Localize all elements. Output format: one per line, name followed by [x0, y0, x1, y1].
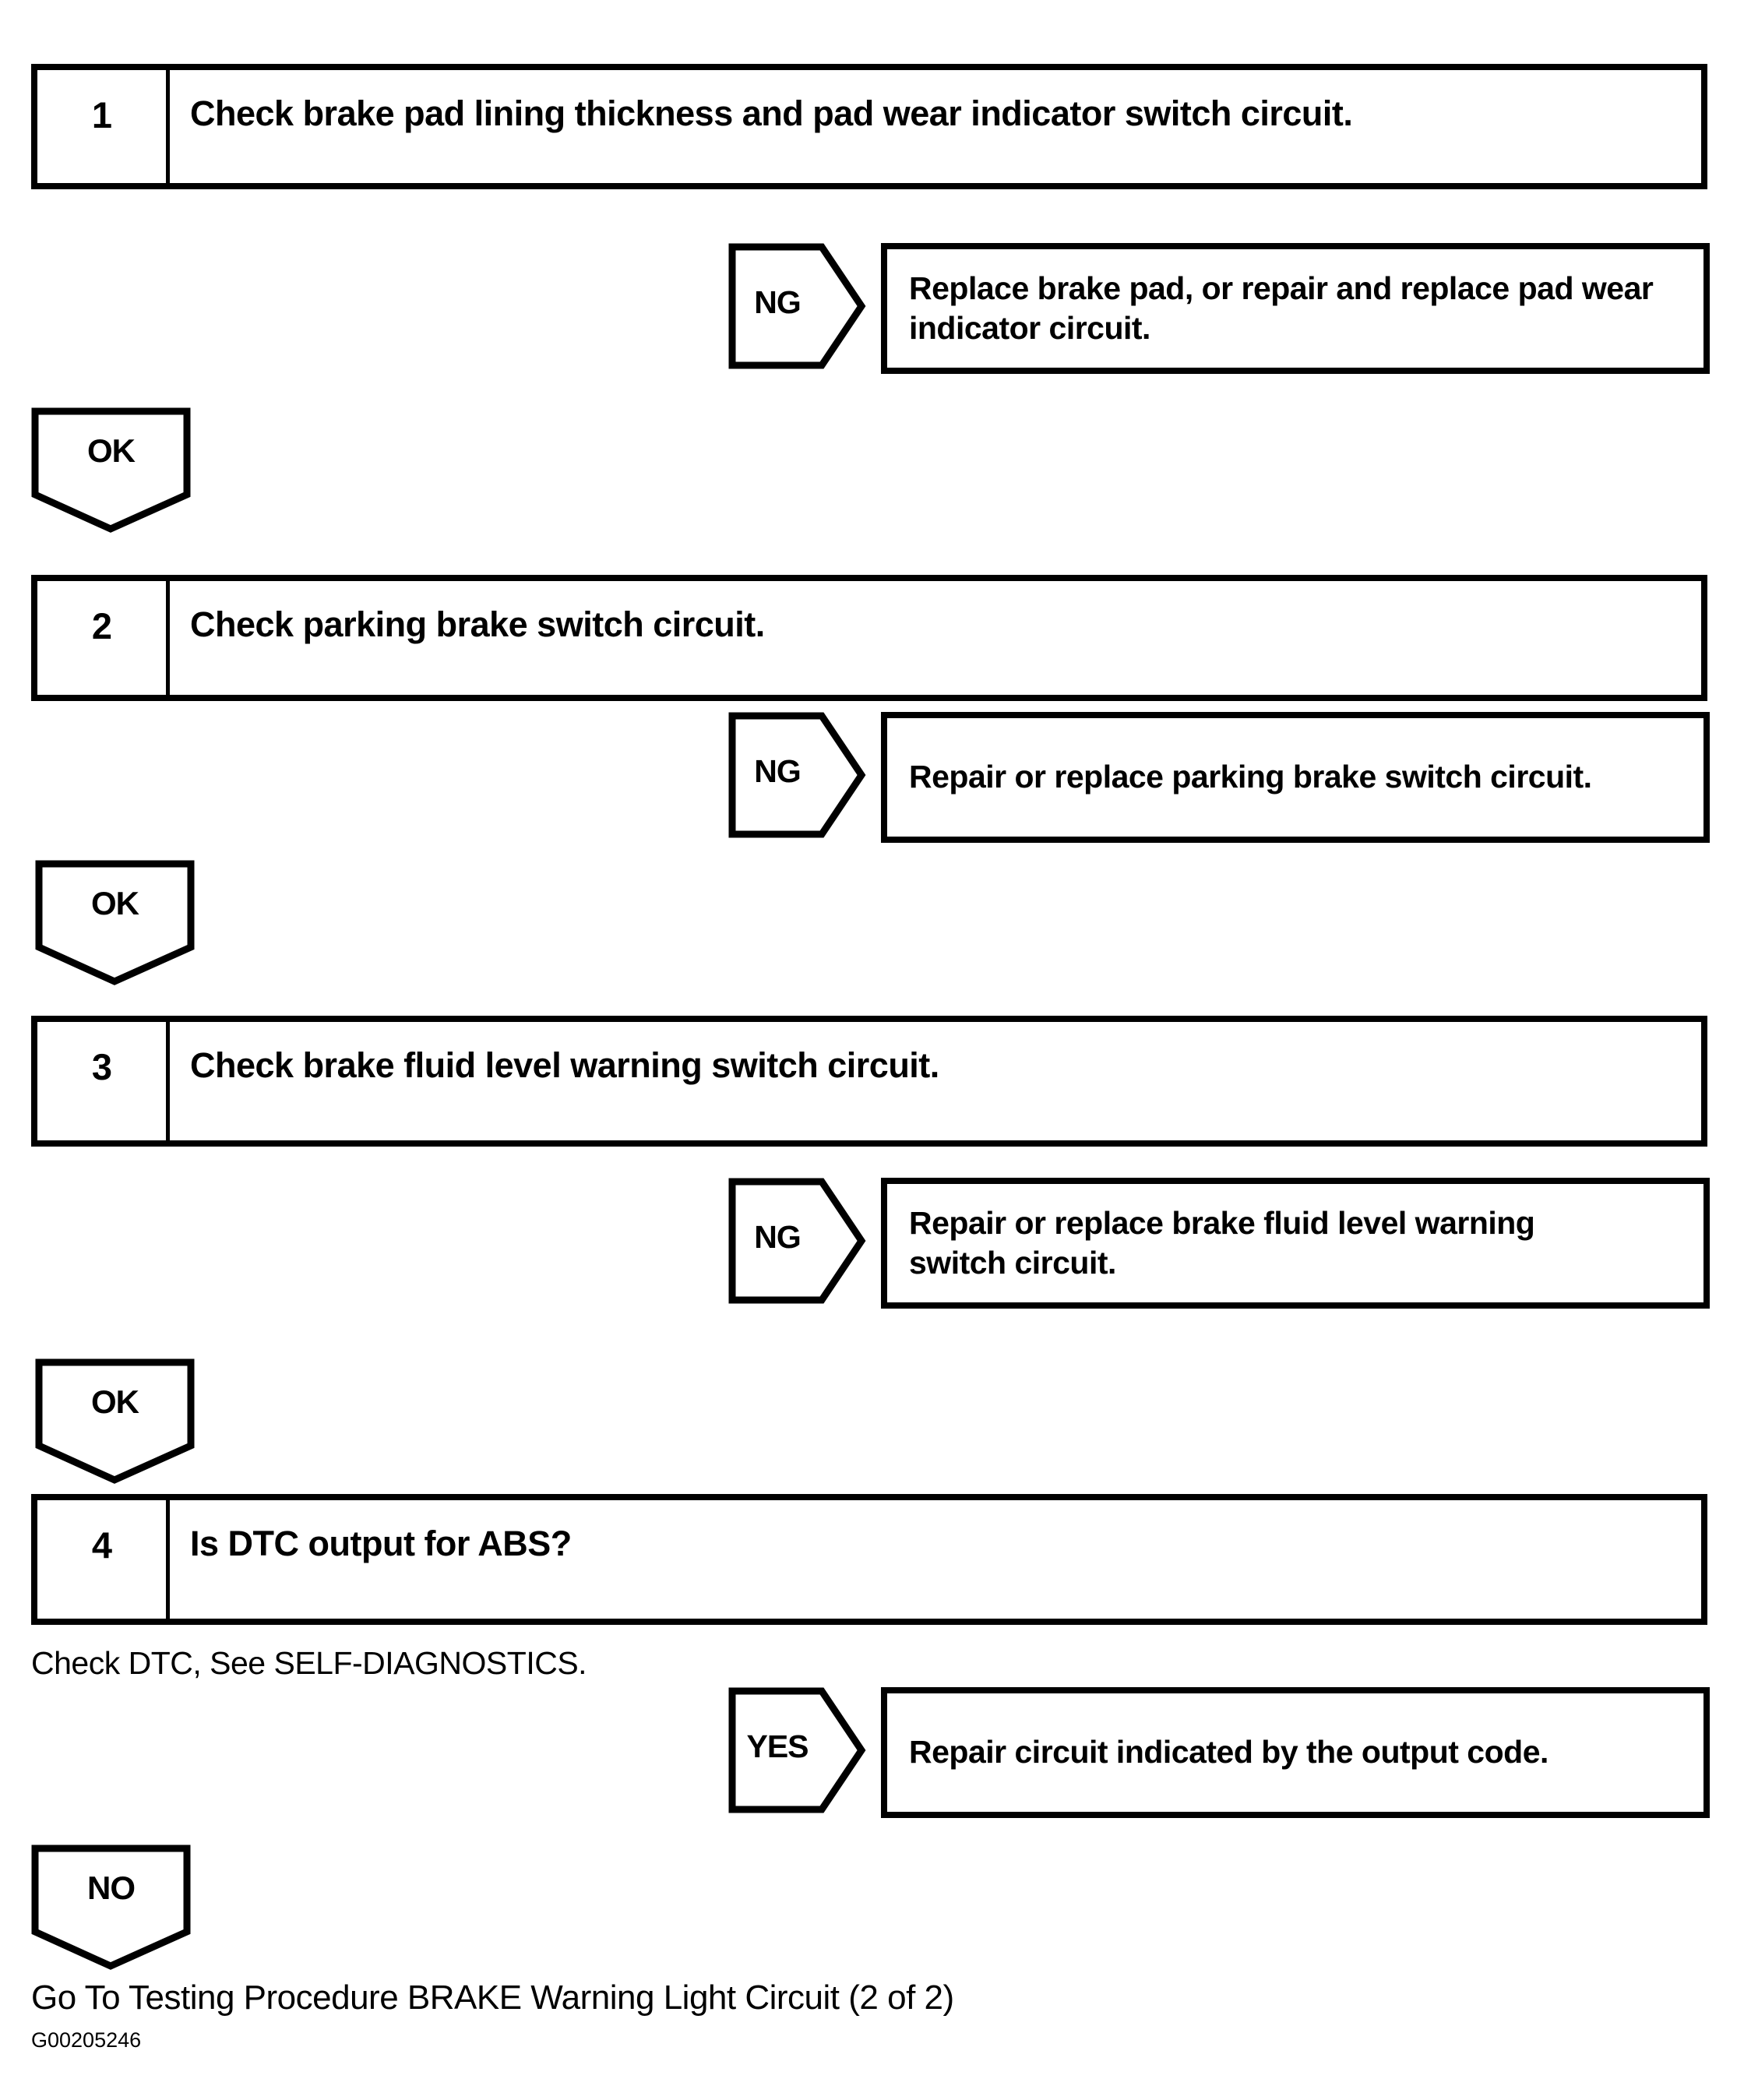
step-1-ok-connector: OK	[31, 407, 191, 534]
step-4-question: Is DTC output for ABS?	[190, 1524, 572, 1563]
ng-label: NG	[754, 752, 802, 789]
step-2-ok-connector: OK	[35, 860, 195, 986]
ng-label: NG	[754, 284, 802, 320]
down-pointer-icon	[35, 860, 195, 985]
step-3-question: Check brake fluid level warning switch c…	[190, 1045, 939, 1085]
ng-pointer-shape: NG	[728, 712, 867, 838]
right-pointer-icon	[728, 1178, 866, 1304]
step-2-number: 2	[37, 581, 170, 695]
step-4-action-text: Repair circuit indicated by the output c…	[909, 1734, 1548, 1771]
step-1-ng-branch: NG Replace brake pad, or repair and repl…	[728, 243, 1710, 374]
step-3-ng-branch: NG Repair or replace brake fluid level w…	[728, 1178, 1710, 1309]
ng-label: NG	[754, 1218, 802, 1255]
step-4-no-connector: NO	[31, 1845, 191, 1971]
step-3-number: 3	[37, 1022, 170, 1140]
step-1-question: Check brake pad lining thickness and pad…	[190, 93, 1353, 133]
yes-label: YES	[746, 1728, 809, 1764]
step-1-action-text: Replace brake pad, or repair and replace…	[909, 270, 1654, 346]
down-pointer-icon	[35, 1358, 195, 1484]
right-pointer-icon	[728, 243, 866, 369]
right-pointer-icon	[728, 1687, 866, 1813]
step-4-yes-branch: YES Repair circuit indicated by the outp…	[728, 1687, 1710, 1818]
step-2-ok-label: OK	[91, 885, 139, 921]
step-4-box: 4 Is DTC output for ABS?	[31, 1494, 1707, 1625]
step-3-ok-label: OK	[91, 1383, 139, 1420]
ng-pointer-shape: NG	[728, 1178, 867, 1304]
step-4-action-box: Repair circuit indicated by the output c…	[881, 1687, 1710, 1818]
final-action-text: Go To Testing Procedure BRAKE Warning Li…	[31, 1978, 954, 2017]
step-4-number: 4	[37, 1500, 170, 1619]
down-pointer-icon	[31, 1845, 191, 1970]
step-3-box: 3 Check brake fluid level warning switch…	[31, 1016, 1707, 1147]
down-pointer-icon	[31, 407, 191, 533]
step-3-action-text: Repair or replace brake fluid level warn…	[909, 1204, 1535, 1281]
step-1-action-box: Replace brake pad, or repair and replace…	[881, 243, 1710, 374]
step-4-note: Check DTC, See SELF-DIAGNOSTICS.	[31, 1645, 587, 1681]
step-1-box: 1 Check brake pad lining thickness and p…	[31, 64, 1707, 189]
step-4-no-label: NO	[87, 1869, 136, 1906]
yes-pointer-shape: YES	[728, 1687, 867, 1813]
step-2-action-box: Repair or replace parking brake switch c…	[881, 712, 1710, 843]
step-1-ok-label: OK	[87, 432, 136, 469]
step-2-ng-branch: NG Repair or replace parking brake switc…	[728, 712, 1710, 843]
right-pointer-icon	[728, 712, 866, 838]
step-3-action-box: Repair or replace brake fluid level warn…	[881, 1178, 1710, 1309]
step-2-question: Check parking brake switch circuit.	[190, 604, 765, 644]
figure-code: G00205246	[31, 2028, 142, 2052]
ng-pointer-shape: NG	[728, 243, 867, 369]
step-1-number: 1	[37, 70, 170, 183]
step-2-box: 2 Check parking brake switch circuit.	[31, 575, 1707, 701]
step-2-action-text: Repair or replace parking brake switch c…	[909, 759, 1592, 795]
step-3-ok-connector: OK	[35, 1358, 195, 1485]
